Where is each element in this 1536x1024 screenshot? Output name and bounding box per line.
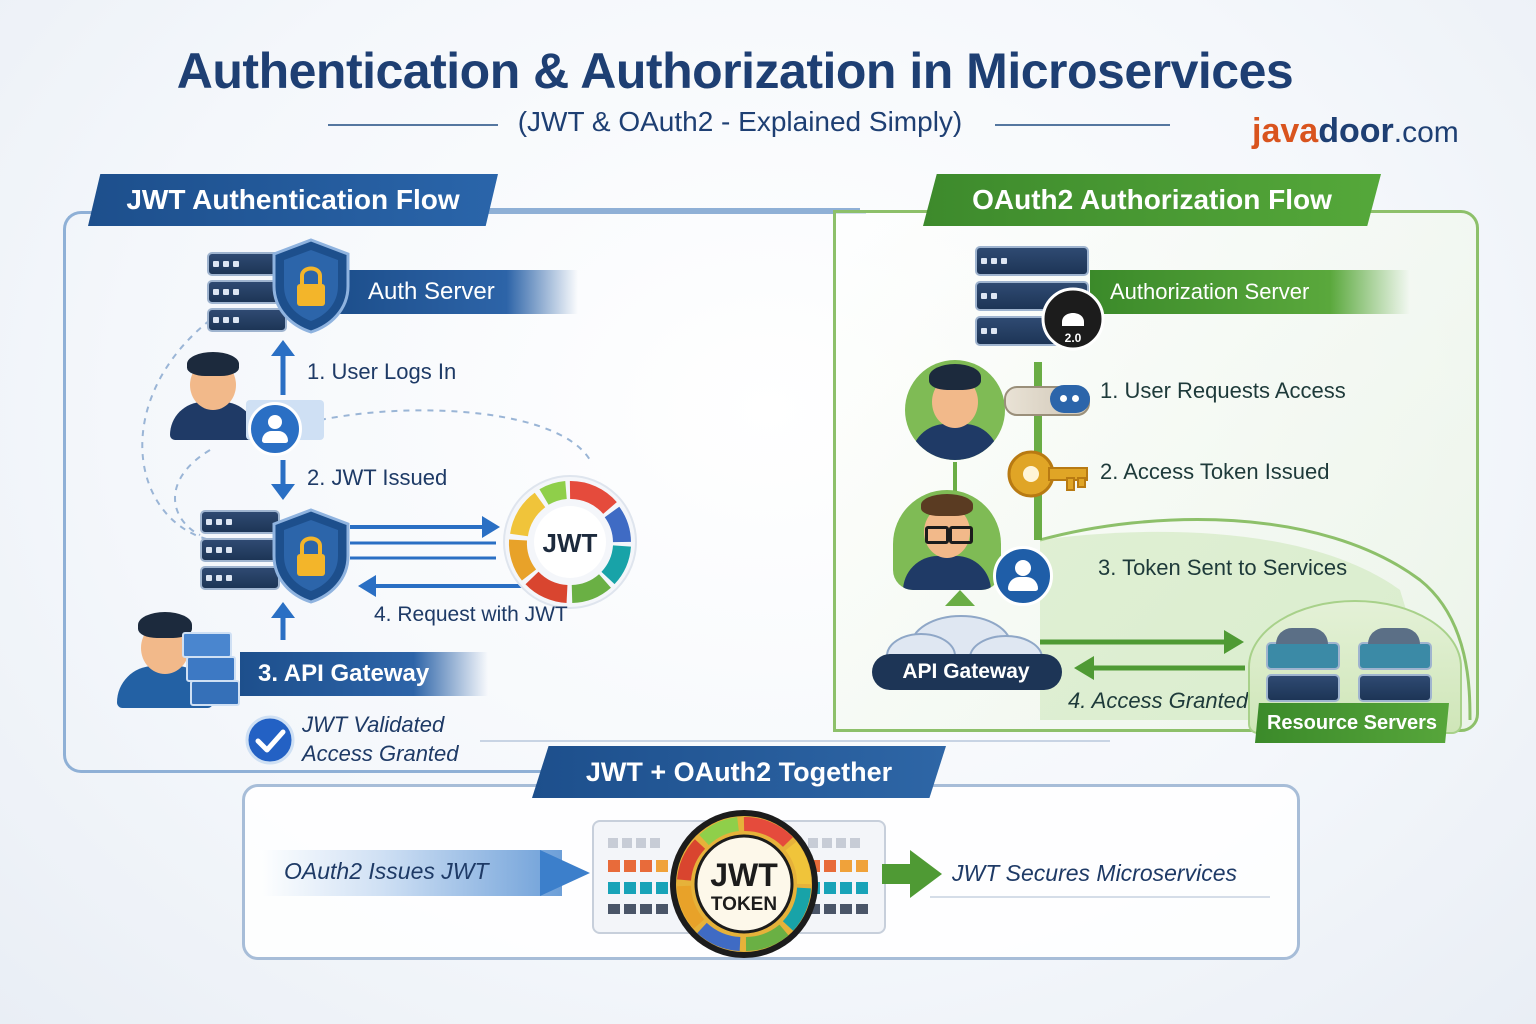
developer-avatar bbox=[893, 490, 1001, 590]
together-rule bbox=[480, 740, 1110, 742]
check-icon bbox=[245, 715, 295, 765]
brand-logo[interactable]: javadoor.com bbox=[1252, 112, 1459, 151]
jwt-step-4: 4. Request with JWT bbox=[374, 603, 568, 626]
page-title: Authentication & Authorization in Micros… bbox=[176, 43, 1294, 99]
oauth-badge-text: 2.0 bbox=[1065, 331, 1082, 345]
jwt-secures-text: JWT Secures Microservices bbox=[952, 860, 1237, 886]
oauth-step-4: 4. Access Granted bbox=[1068, 688, 1249, 713]
user-avatar bbox=[168, 350, 258, 440]
right-arrow-icon bbox=[882, 850, 942, 898]
resource-server-icon bbox=[1358, 628, 1432, 702]
resource-servers-label: Resource Servers bbox=[1255, 703, 1449, 743]
jwt-step-1: 1. User Logs In bbox=[307, 359, 457, 384]
jwt-validated-text: JWT Validated bbox=[302, 712, 445, 737]
right-arrow-icon bbox=[540, 850, 590, 896]
issue-arrow-band bbox=[262, 850, 562, 896]
oauth-badge-icon: 2.0 bbox=[1041, 287, 1105, 351]
service-server-icon bbox=[200, 510, 280, 590]
brand-part-com: .com bbox=[1393, 116, 1459, 149]
user-badge-icon bbox=[248, 402, 302, 456]
resource-server-icon bbox=[1266, 628, 1340, 702]
access-request-toggle-icon bbox=[1004, 385, 1090, 416]
auth-server-label: Auth Server bbox=[340, 270, 578, 314]
jwt-panel-top-rule bbox=[480, 208, 860, 211]
jwt-step-2: 2. JWT Issued bbox=[307, 465, 448, 490]
together-title: JWT + OAuth2 Together bbox=[532, 746, 946, 798]
jwt-access-granted-text: Access Granted bbox=[302, 741, 459, 766]
requesting-user-avatar bbox=[905, 360, 1005, 460]
subtitle-rule-left bbox=[328, 124, 498, 126]
cloud-gateway-icon: API Gateway bbox=[872, 615, 1062, 690]
token-data-stripes bbox=[608, 838, 868, 914]
key-icon bbox=[1007, 450, 1088, 498]
jwt-flow-title: JWT Authentication Flow bbox=[88, 174, 498, 226]
oauth-issues-jwt-text: OAuth2 Issues JWT bbox=[284, 858, 489, 884]
api-gateway-label: 3. API Gateway bbox=[240, 652, 488, 696]
token-text-line1: JWT bbox=[710, 857, 778, 893]
lock-shield-icon bbox=[272, 238, 350, 334]
user-badge-icon bbox=[993, 546, 1053, 606]
oauth-step-3: 3. Token Sent to Services bbox=[1098, 555, 1348, 580]
documents-icon bbox=[182, 632, 240, 706]
token-text-line2: TOKEN bbox=[711, 894, 777, 915]
brand-part-door: door bbox=[1318, 112, 1394, 150]
page-subtitle: (JWT & OAuth2 - Explained Simply) bbox=[517, 106, 963, 137]
lock-shield-icon bbox=[272, 508, 350, 604]
secures-text-underline bbox=[930, 858, 1270, 898]
oauth-flow-title: OAuth2 Authorization Flow bbox=[923, 174, 1381, 226]
jwt-wheel-icon: JWT bbox=[503, 475, 637, 609]
subtitle-rule-right bbox=[995, 124, 1170, 126]
authorization-server-label: Authorization Server bbox=[1090, 270, 1410, 314]
oauth-step-2: 2. Access Token Issued bbox=[1100, 459, 1330, 484]
oauth-step-1: 1. User Requests Access bbox=[1100, 378, 1346, 403]
oauth-api-gateway-label: API Gateway bbox=[902, 660, 1030, 683]
jwt-token-icon: JWT TOKEN bbox=[670, 810, 818, 958]
jwt-badge-text: JWT bbox=[543, 528, 598, 558]
brand-part-java: java bbox=[1252, 112, 1319, 150]
